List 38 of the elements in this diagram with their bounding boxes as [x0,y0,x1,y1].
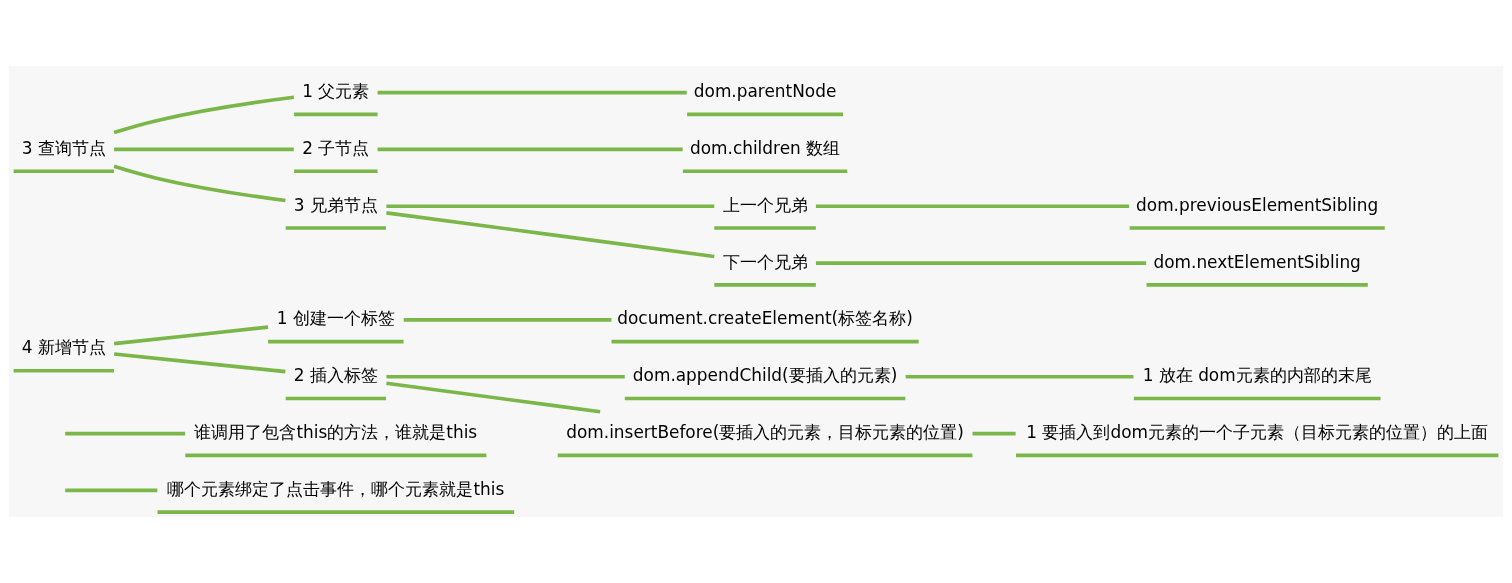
node-text: 2 插入标签 [293,365,378,386]
connector [403,318,612,322]
node-text: 3 兄弟节点 [293,194,378,215]
node-text: 1 放在 dom元素的内部的末尾 [1142,365,1372,386]
connector [815,204,1130,209]
connector [386,204,715,209]
node-text: document.createElement(标签名称) [617,308,913,329]
node-text: 1 父元素 [302,81,370,102]
node-text: 3 查询节点 [21,137,106,158]
node-text: 下一个兄弟 [722,251,808,272]
connector [65,431,186,436]
connector [113,325,269,346]
connector [386,374,625,379]
connector [386,211,715,259]
node-text: 上一个兄弟 [722,194,808,215]
node-text: dom.nextElementSibling [1153,251,1361,272]
connector [65,488,158,493]
node-text: 1 要插入到dom元素的一个子元素（目标元素的位置）的上面 [1026,422,1489,443]
node-text: dom.children 数组 [690,137,841,158]
connector [113,95,295,135]
node-text: 4 新增节点 [21,337,106,358]
connector [114,147,294,152]
node-text: dom.parentNode [693,81,837,102]
connector [377,147,683,152]
connector [377,90,687,95]
connector [972,431,1016,436]
connector [113,352,286,374]
node-text: dom.previousElementSibling [1136,194,1379,215]
connector [905,374,1134,379]
connector [386,381,601,414]
connector [113,164,286,203]
node-text: 哪个元素绑定了点击事件，哪个元素就是this [167,478,505,499]
node-text: dom.appendChild(要插入的元素) [632,365,898,386]
node-text: 1 创建一个标签 [276,308,395,329]
node-text: 2 子节点 [302,137,370,158]
node-text: dom.insertBefore(要插入的元素，目标元素的位置) [566,422,964,443]
connector [815,261,1147,265]
node-text: 谁调用了包含this的方法，谁就是this [194,422,478,443]
